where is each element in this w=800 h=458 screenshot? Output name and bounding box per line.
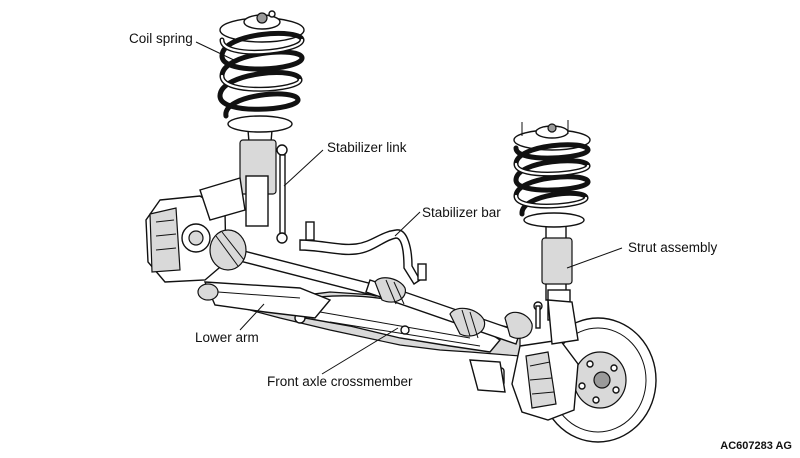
leader-coil-spring <box>195 41 239 63</box>
label-front-axle-crossmember: Front axle crossmember <box>267 374 413 389</box>
label-stabilizer-link: Stabilizer link <box>327 140 407 155</box>
leader-stabilizer-bar <box>394 211 421 237</box>
leader-lines <box>195 41 623 375</box>
label-coil-spring: Coil spring <box>129 31 193 46</box>
left-knuckle-brake <box>145 177 247 283</box>
label-lower-arm: Lower arm <box>195 330 259 345</box>
leader-stabilizer-link <box>283 149 324 187</box>
left-stabilizer-link <box>276 144 288 244</box>
leader-lower-arm <box>239 303 265 331</box>
stabilizer-bar <box>299 221 427 285</box>
figure-code: AC607283 AG <box>720 440 792 452</box>
right-strut-assembly <box>513 120 591 321</box>
right-hub-brake-disc <box>511 299 657 443</box>
leader-front-axle-crossmember <box>321 327 399 375</box>
left-coil-spring <box>217 10 305 133</box>
lower-arm <box>197 281 332 319</box>
drive-shaft <box>235 249 533 345</box>
right-coil-spring <box>513 120 591 228</box>
left-strut-assembly <box>217 10 305 227</box>
label-stabilizer-bar: Stabilizer bar <box>422 205 501 220</box>
label-strut-assembly: Strut assembly <box>628 240 718 255</box>
leader-strut-assembly <box>566 247 623 269</box>
right-stabilizer-link <box>533 301 543 329</box>
